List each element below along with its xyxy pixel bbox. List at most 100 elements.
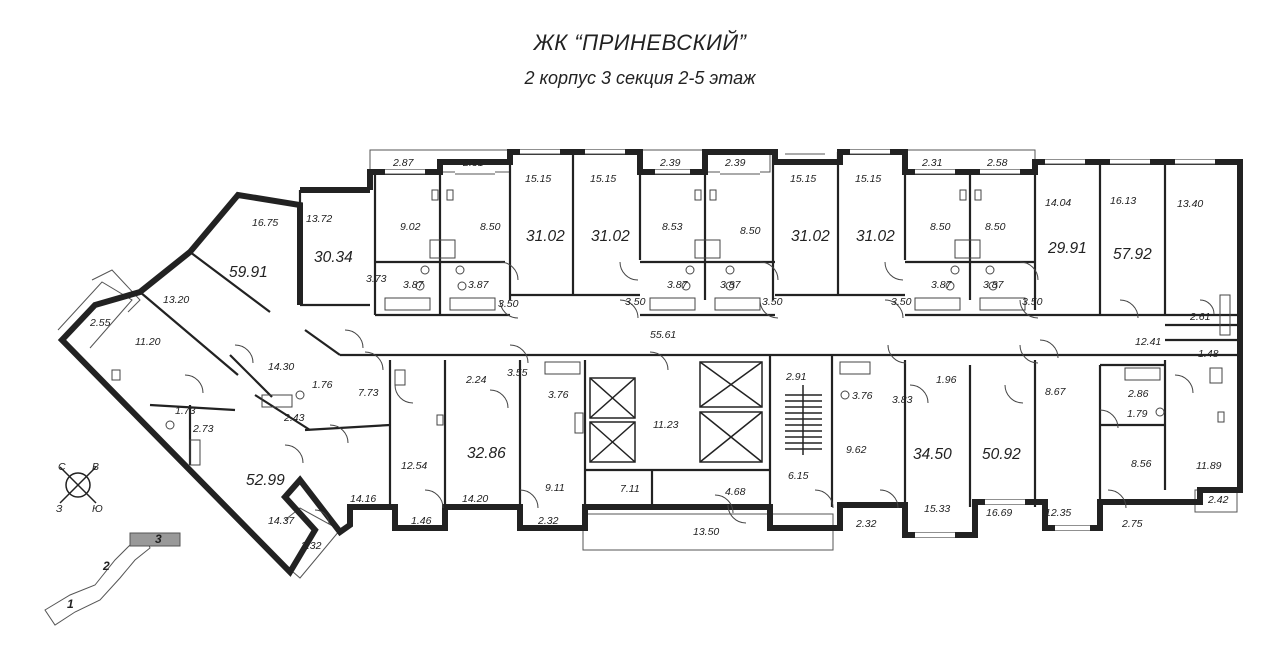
room-area: 11.89 [1196,460,1222,472]
room-area: 1.48 [1198,348,1219,360]
room-area: 14.30 [268,361,294,373]
room-area: 2.87 [392,157,415,169]
room-area: 8.53 [662,221,683,233]
room-area: 13.50 [693,526,719,538]
room-area: 3.50 [625,296,646,308]
room-area: 2.31 [921,157,942,169]
room-area: 2.61 [1189,311,1210,323]
room-area: 2.24 [465,374,487,386]
apt-area: 50.92 [982,446,1021,463]
room-area: 12.41 [1135,336,1161,348]
room-area: 3.87 [931,279,953,291]
room-area: 3.87 [983,279,1005,291]
room-area: 2.32 [855,518,877,530]
doors [184,261,1215,525]
room-area: 14.04 [1045,197,1071,209]
room-area: 8.50 [985,221,1006,233]
room-area: 7.73 [358,387,379,399]
compass-west: З [56,503,63,515]
room-area: 1.96 [936,374,957,386]
inner-walls [139,152,1240,507]
room-area: 14.37 [268,515,295,527]
elevator-core [589,361,822,463]
room-area: 9.11 [545,482,565,494]
section-3-highlight [129,532,181,547]
room-area: 11.23 [653,419,679,431]
room-area: 14.16 [350,493,376,505]
room-area: 2.43 [283,412,305,424]
room-area: 2.55 [89,317,111,329]
room-area: 8.50 [480,221,501,233]
room-area: 8.67 [1045,386,1067,398]
section-subtitle: 2 корпус 3 секция 2-5 этаж [524,68,756,88]
room-area: 13.72 [306,213,332,225]
room-area: 15.15 [525,173,551,185]
room-area: 1.76 [312,379,333,391]
room-area: 12.35 [1045,507,1071,519]
apt-area: 30.34 [314,249,353,266]
room-area: 2.42 [1207,494,1229,506]
room-area: 3.73 [366,273,387,285]
room-area: 1.79 [1127,408,1148,420]
room-area: 2.75 [1121,518,1143,530]
apt-area: 59.91 [229,264,268,281]
compass-rose: С В Ю З [56,461,103,515]
room-area: 2.31 [462,157,483,169]
complex-title: ЖК “ПРИНЕВСКИЙ” [533,30,747,55]
room-area: 9.02 [400,221,421,233]
apt-area: 31.02 [856,228,895,245]
room-area: 15.15 [790,173,816,185]
room-area: 3.55 [507,367,528,379]
room-area: 15.15 [590,173,616,185]
room-area: 3.50 [891,296,912,308]
apt-area: 34.50 [913,446,952,463]
room-area: 2.32 [300,540,322,552]
room-area: 13.40 [1177,198,1203,210]
room-area: 3.87 [468,279,490,291]
room-area: 3.87 [403,279,425,291]
room-area: 11.20 [135,336,161,348]
room-area: 3.76 [548,389,569,401]
room-area: 3.87 [667,279,689,291]
room-area: 9.62 [846,444,867,456]
room-area: 55.61 [650,329,676,341]
room-area: 16.13 [1110,195,1136,207]
apt-area: 31.02 [591,228,630,245]
bathroom-fixtures [111,189,1231,466]
room-area: 12.54 [401,460,427,472]
site-mini-map: 3 2 1 [44,532,181,626]
room-area: 2.39 [659,157,681,169]
room-area: 2.39 [724,157,746,169]
room-area: 3.76 [852,390,873,402]
room-area: 2.58 [986,157,1008,169]
room-area: 8.50 [740,225,761,237]
apt-area: 31.02 [526,228,565,245]
room-area: 2.91 [785,371,806,383]
room-area: 16.75 [252,217,278,229]
apt-area: 32.86 [467,445,506,462]
compass-south: Ю [92,503,103,515]
room-area: 16.69 [986,507,1012,519]
room-area: 8.50 [930,221,951,233]
window-frames [385,153,1215,175]
room-area: 2.32 [537,515,559,527]
section-1-label: 1 [67,597,74,611]
room-area: 13.20 [163,294,189,306]
compass-east: В [92,461,99,473]
compass-north: С [58,461,66,473]
room-area: 14.20 [462,493,488,505]
room-area: 6.15 [788,470,809,482]
room-area: 3.50 [498,298,519,310]
room-area: 1.73 [175,405,196,417]
apt-area: 52.99 [246,472,285,489]
room-area: 7.11 [620,483,640,495]
room-area: 8.56 [1131,458,1152,470]
section-2-label: 2 [102,559,110,573]
room-area: 2.73 [192,423,214,435]
room-area: 3.50 [762,296,783,308]
room-area: 2.86 [1127,388,1149,400]
room-area: 15.15 [855,173,881,185]
apt-area: 31.02 [791,228,830,245]
section-3-label: 3 [155,532,162,546]
